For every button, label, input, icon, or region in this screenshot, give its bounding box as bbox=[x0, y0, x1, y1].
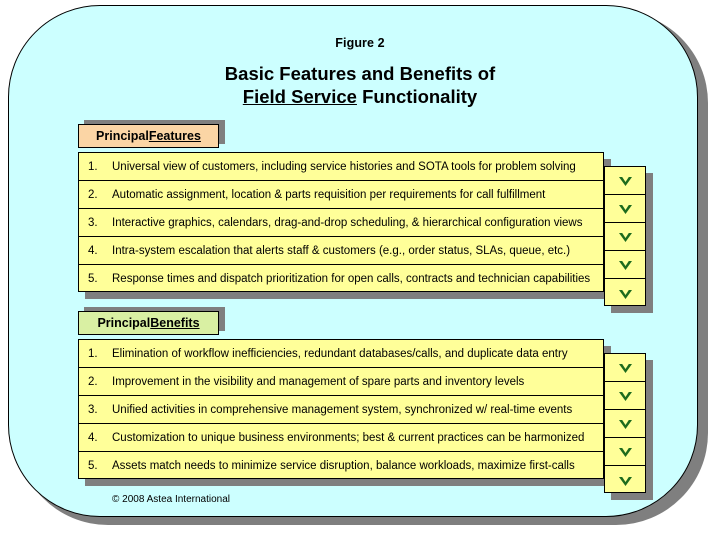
benefits-table: 1. Elimination of workflow inefficiencie… bbox=[78, 339, 611, 486]
features-check-column bbox=[604, 166, 653, 313]
benefits-header-underlined: Benefits bbox=[150, 316, 200, 330]
features-header-tab: Principal Features bbox=[78, 120, 225, 148]
table-row[interactable]: 5. Assets match needs to minimize servic… bbox=[79, 452, 603, 480]
row-text: Universal view of customers, including s… bbox=[112, 160, 576, 173]
check-icon bbox=[618, 448, 632, 457]
check-cell[interactable] bbox=[605, 354, 645, 382]
features-table-body: 1. Universal view of customers, includin… bbox=[78, 152, 604, 292]
row-number: 1. bbox=[88, 347, 98, 360]
row-number: 4. bbox=[88, 431, 98, 444]
page-title: Basic Features and Benefits of Field Ser… bbox=[0, 62, 720, 108]
check-icon bbox=[618, 420, 632, 429]
table-row[interactable]: 2. Automatic assignment, location & part… bbox=[79, 181, 603, 209]
row-text: Intra-system escalation that alerts staf… bbox=[112, 244, 571, 257]
title-line-1: Basic Features and Benefits of bbox=[224, 63, 496, 84]
check-cell[interactable] bbox=[605, 438, 645, 466]
check-icon bbox=[618, 364, 632, 373]
check-cell[interactable] bbox=[605, 410, 645, 438]
row-number: 1. bbox=[88, 160, 98, 173]
row-text: Improvement in the visibility and manage… bbox=[112, 375, 525, 388]
table-row[interactable]: 4. Intra-system escalation that alerts s… bbox=[79, 237, 603, 265]
row-number: 5. bbox=[88, 460, 98, 472]
features-header-label: Principal Features bbox=[78, 124, 219, 148]
row-text: Interactive graphics, calendars, drag-an… bbox=[112, 216, 583, 229]
copyright-notice: © 2008 Astea International bbox=[112, 494, 231, 505]
table-row[interactable]: 3. Unified activities in comprehensive m… bbox=[79, 396, 603, 424]
check-icon bbox=[618, 177, 632, 186]
check-cell[interactable] bbox=[605, 195, 645, 223]
benefits-table-body: 1. Elimination of workflow inefficiencie… bbox=[78, 339, 604, 479]
row-number: 2. bbox=[88, 375, 98, 388]
row-number: 4. bbox=[88, 244, 98, 257]
row-number: 3. bbox=[88, 216, 98, 229]
check-cell[interactable] bbox=[605, 167, 645, 195]
table-row[interactable]: 1. Universal view of customers, includin… bbox=[79, 153, 603, 181]
row-number: 2. bbox=[88, 188, 98, 201]
title-line-2: Field Service Functionality bbox=[0, 85, 720, 108]
check-icon bbox=[618, 476, 632, 486]
check-cell[interactable] bbox=[605, 251, 645, 279]
table-row[interactable]: 2. Improvement in the visibility and man… bbox=[79, 368, 603, 396]
features-header-plain: Principal bbox=[96, 129, 149, 143]
table-row[interactable]: 4. Customization to unique business envi… bbox=[79, 424, 603, 452]
features-table: 1. Universal view of customers, includin… bbox=[78, 152, 611, 299]
check-icon bbox=[618, 233, 632, 242]
benefits-check-column-body bbox=[604, 353, 646, 493]
row-text: Customization to unique business environ… bbox=[112, 431, 585, 444]
table-row[interactable]: 3. Interactive graphics, calendars, drag… bbox=[79, 209, 603, 237]
row-number: 5. bbox=[88, 273, 98, 285]
row-number: 3. bbox=[88, 403, 98, 416]
check-icon bbox=[618, 392, 632, 401]
features-check-column-body bbox=[604, 166, 646, 306]
check-cell[interactable] bbox=[605, 382, 645, 410]
table-row[interactable]: 1. Elimination of workflow inefficiencie… bbox=[79, 340, 603, 368]
benefits-header-plain: Principal bbox=[97, 316, 151, 330]
features-header-underlined: Features bbox=[148, 129, 201, 143]
check-cell[interactable] bbox=[605, 223, 645, 251]
check-icon bbox=[618, 289, 632, 299]
row-text: Assets match needs to minimize service d… bbox=[112, 460, 575, 472]
benefits-header-label: Principal Benefits bbox=[78, 311, 219, 335]
row-text: Unified activities in comprehensive mana… bbox=[112, 403, 573, 416]
row-text: Automatic assignment, location & parts r… bbox=[112, 188, 546, 201]
benefits-check-column bbox=[604, 353, 653, 500]
title-underlined-term: Field Service bbox=[242, 86, 357, 107]
table-row[interactable]: 5. Response times and dispatch prioritiz… bbox=[79, 265, 603, 293]
benefits-header-tab: Principal Benefits bbox=[78, 307, 225, 335]
check-icon bbox=[618, 205, 632, 214]
check-cell[interactable] bbox=[605, 466, 645, 494]
check-icon bbox=[618, 261, 632, 270]
title-line-2-rest: Functionality bbox=[356, 86, 478, 107]
figure-label: Figure 2 bbox=[335, 36, 385, 50]
row-text: Response times and dispatch prioritizati… bbox=[112, 273, 591, 285]
row-text: Elimination of workflow inefficiencies, … bbox=[112, 347, 568, 360]
check-cell[interactable] bbox=[605, 279, 645, 307]
